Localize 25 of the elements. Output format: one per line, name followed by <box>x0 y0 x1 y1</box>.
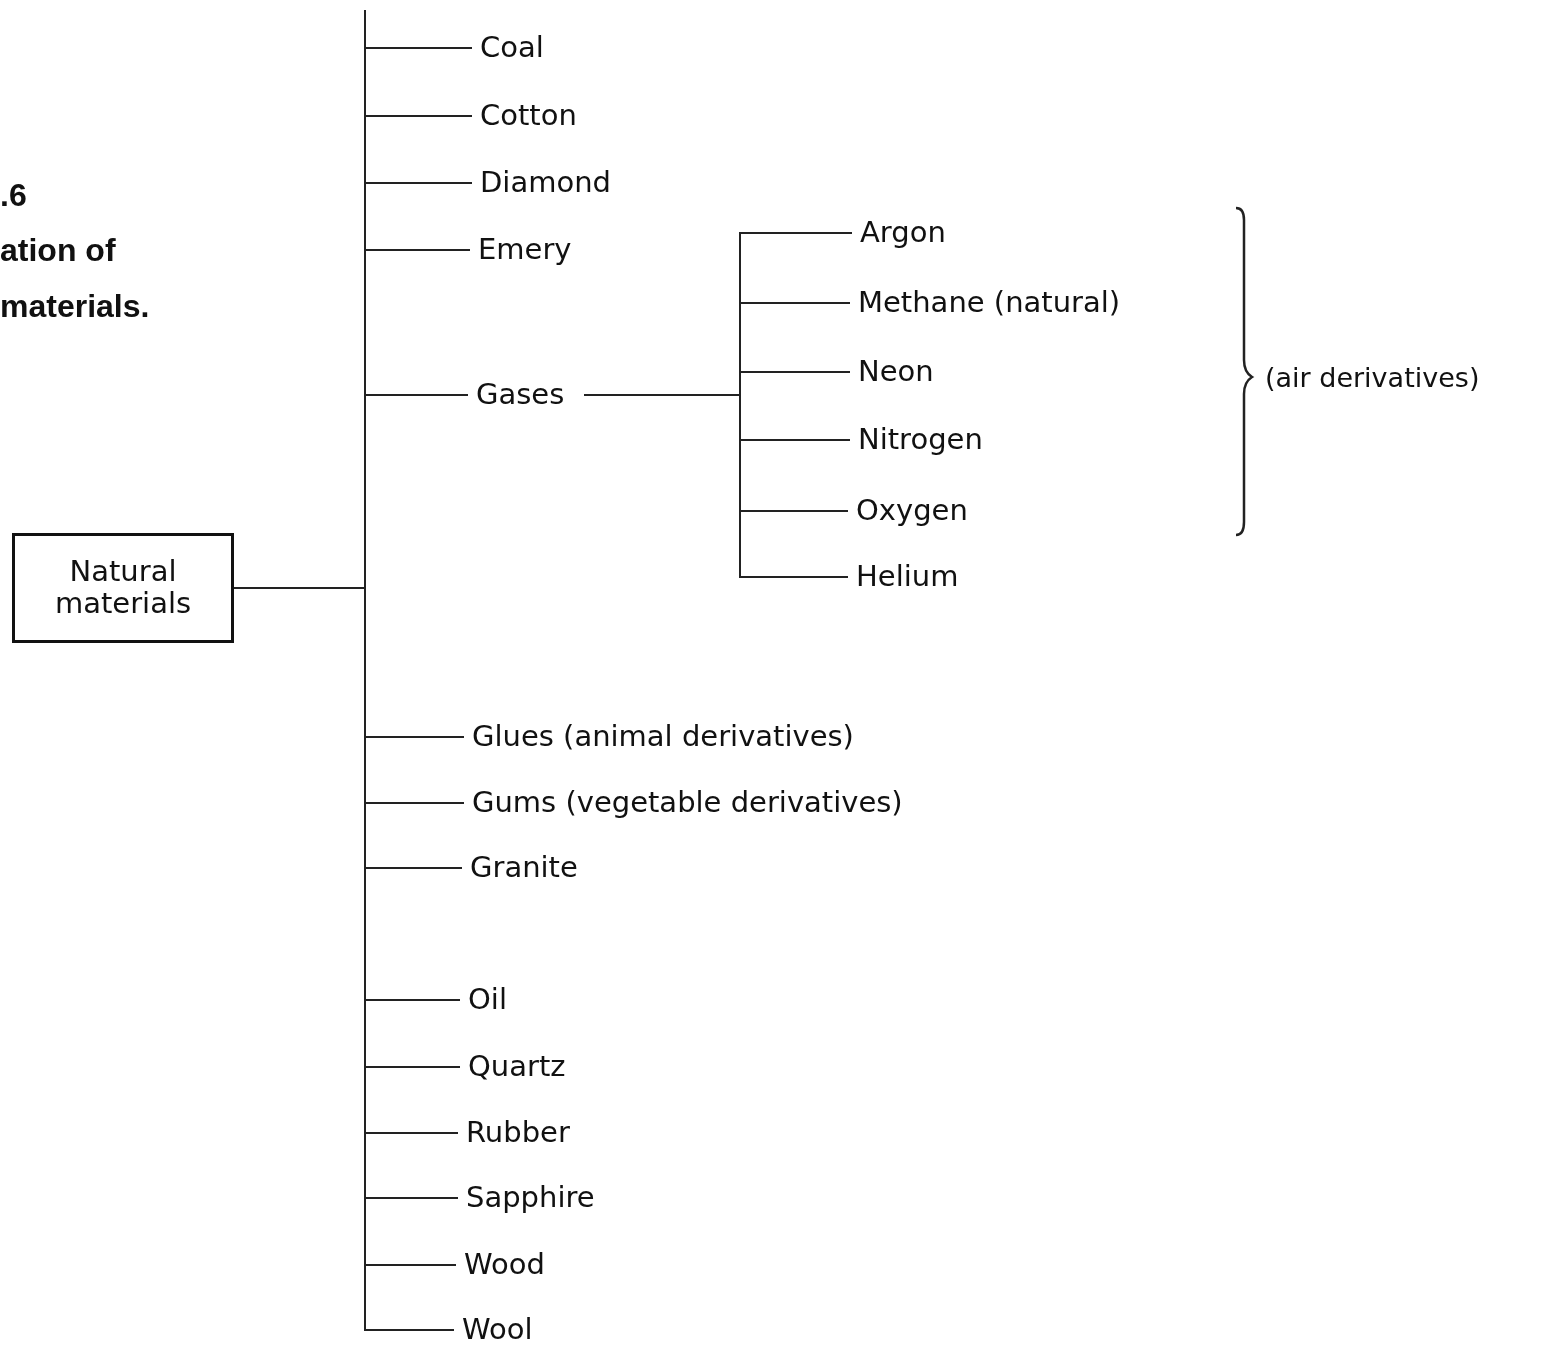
item-label: Quartz <box>468 1051 566 1083</box>
item-label: Sapphire <box>466 1182 595 1214</box>
item-label: Oxygen <box>856 495 968 527</box>
item-label: Granite <box>470 852 578 884</box>
item-label: Oil <box>468 984 507 1016</box>
category-box: Natural materials <box>12 533 234 643</box>
item-label: Wood <box>464 1249 545 1281</box>
item-label: Helium <box>856 561 959 593</box>
item-label: Gases <box>476 379 565 411</box>
item-label: Diamond <box>480 167 611 199</box>
item-label: Rubber <box>466 1117 570 1149</box>
item-label: Methane (natural) <box>858 287 1121 319</box>
figure-caption-fragment: .6 <box>0 176 27 214</box>
connector-line <box>583 394 849 578</box>
figure-caption-fragment: ation of materials. <box>0 231 151 326</box>
item-label: Emery <box>478 234 572 266</box>
item-label: Argon <box>860 217 946 249</box>
item-label: Nitrogen <box>858 424 983 456</box>
item-label: Coal <box>480 32 544 64</box>
item-label: Glues (animal derivatives) <box>472 721 854 753</box>
item-label: Neon <box>858 356 934 388</box>
item-label: Wool <box>462 1314 533 1346</box>
group-note: (air derivatives) <box>1265 361 1480 393</box>
item-label: Gums (vegetable derivatives) <box>472 787 903 819</box>
item-label: Cotton <box>480 100 577 132</box>
